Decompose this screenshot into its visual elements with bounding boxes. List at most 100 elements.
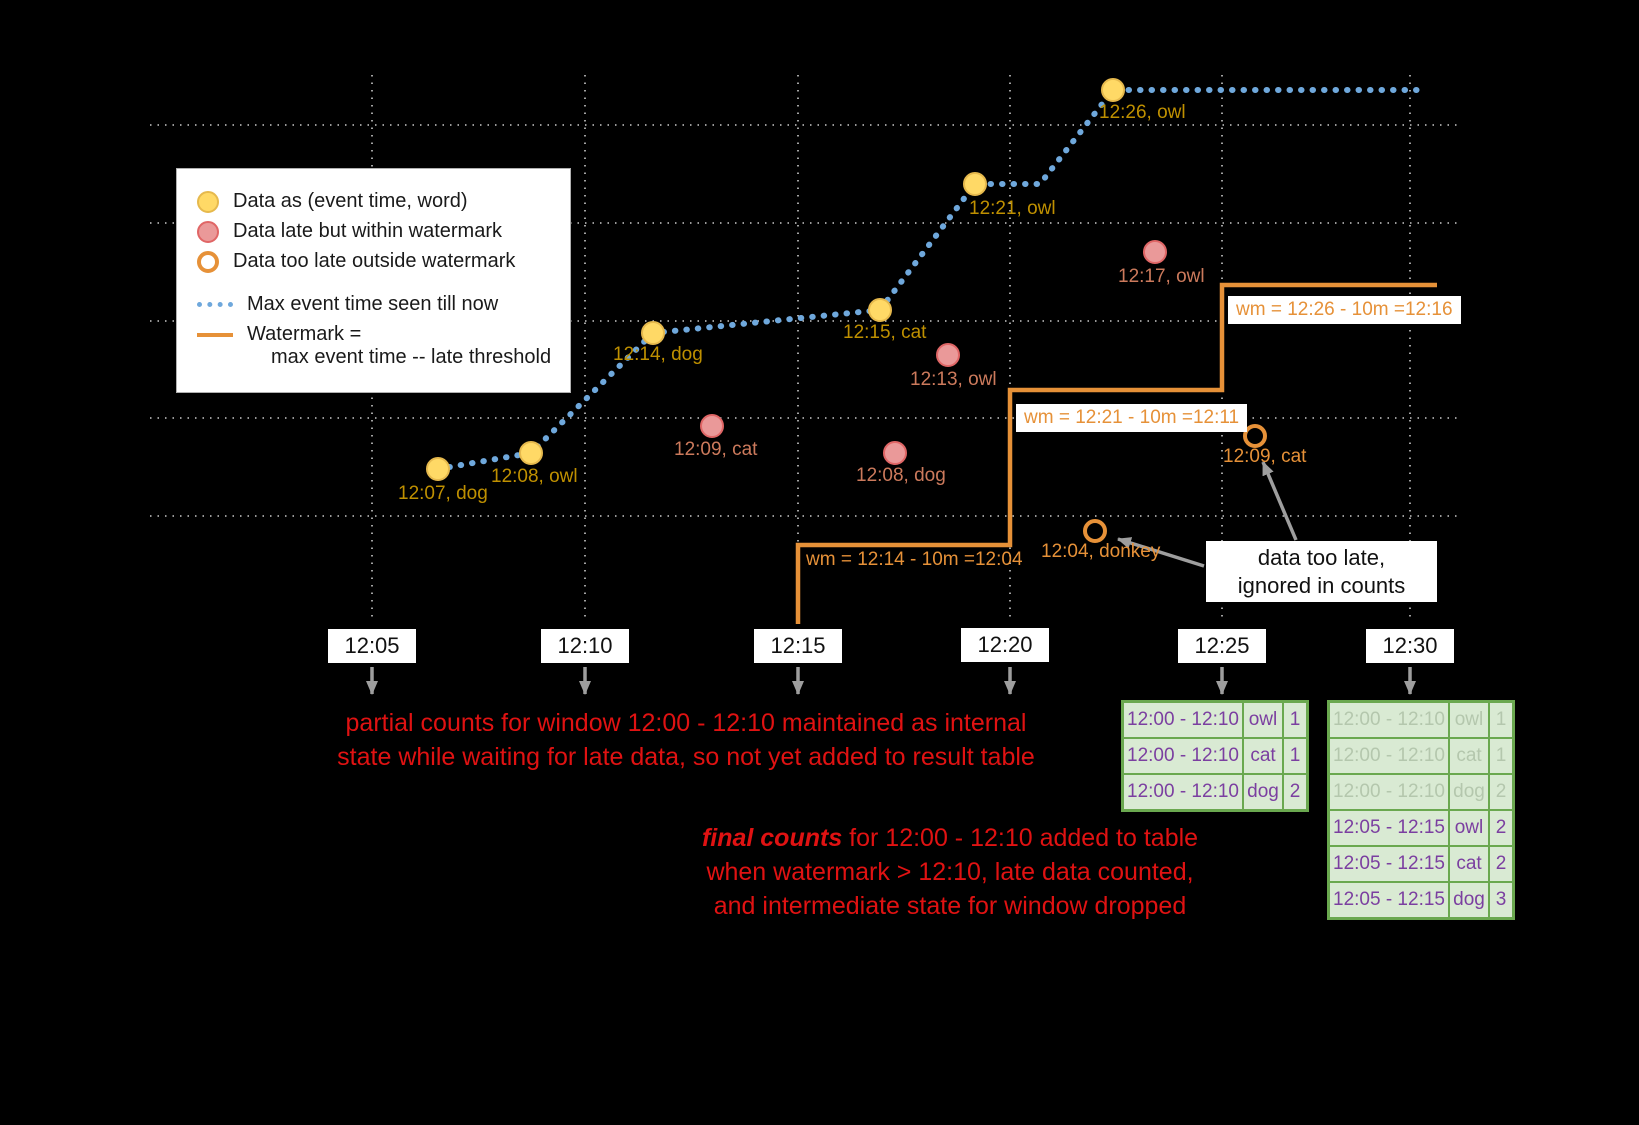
data-point-toolate-1204-donkey: [1083, 519, 1107, 543]
watermark-label-3: wm = 12:26 - 10m =12:16: [1228, 296, 1461, 324]
data-point-ontime-1207-dog: [426, 457, 450, 481]
cell-word: dog: [1243, 774, 1283, 810]
cell-count: 2: [1489, 846, 1513, 882]
data-point-ontime-1214-dog: [641, 321, 665, 345]
data-point-toolate-1209-cat: [1243, 424, 1267, 448]
legend: Data as (event time, word) Data late but…: [176, 168, 571, 393]
final-counts-emphasis: final counts: [701, 824, 843, 852]
table-row: 12:00 - 12:10 dog 2: [1123, 774, 1307, 810]
watermark-label-1: wm = 12:14 - 10m =12:04: [806, 549, 1023, 570]
legend-label-watermark: Watermark = max event time -- late thres…: [247, 323, 551, 369]
legend-label-late: Data late but within watermark: [233, 220, 503, 242]
too-late-note: data too late, ignored in counts: [1206, 541, 1437, 602]
table-row: 12:05 - 12:15 dog 3: [1329, 882, 1513, 918]
cell-count: 1: [1283, 738, 1307, 774]
final-counts-line3: and intermediate state for window droppe…: [713, 892, 1187, 920]
ontime-point-icon: [197, 190, 219, 213]
cell-count: 3: [1489, 882, 1513, 918]
cell-window: 12:05 - 12:15: [1329, 882, 1449, 918]
max-event-time-line: [435, 87, 1423, 472]
point-label-late: 12:09, cat: [674, 439, 758, 460]
legend-label-watermark-line2: max event time -- late threshold: [271, 346, 552, 368]
cell-count: 2: [1489, 810, 1513, 846]
annotation-arrow-cat: [1261, 461, 1298, 541]
cell-count: 1: [1489, 738, 1513, 774]
table-row-faded: 12:00 - 12:10 owl 1: [1329, 702, 1513, 738]
data-points-ontime: [426, 78, 1125, 481]
cell-word: dog: [1449, 882, 1489, 918]
cell-window: 12:00 - 12:10: [1329, 702, 1449, 738]
legend-label-max-event: Max event time seen till now: [247, 293, 499, 315]
cell-window: 12:00 - 12:10: [1123, 738, 1243, 774]
cell-count: 2: [1283, 774, 1307, 810]
cell-word: owl: [1449, 702, 1489, 738]
point-label-ontime: 12:21, owl: [969, 198, 1056, 219]
axis-tick-12-15: 12:15: [754, 629, 842, 663]
cell-window: 12:05 - 12:15: [1329, 846, 1449, 882]
legend-label-ontime: Data as (event time, word): [233, 190, 468, 212]
cell-word: owl: [1449, 810, 1489, 846]
cell-word: owl: [1243, 702, 1283, 738]
final-counts-note: final counts for 12:00 - 12:10 added to …: [690, 821, 1210, 923]
data-point-ontime-1226-owl: [1101, 78, 1125, 102]
axis-tick-12-05: 12:05: [328, 629, 416, 663]
data-point-late-1208-dog: [883, 441, 907, 465]
point-label-ontime: 12:14, dog: [613, 344, 703, 365]
final-counts-line2: when watermark > 12:10, late data counte…: [706, 858, 1194, 886]
table-row: 12:00 - 12:10 cat 1: [1123, 738, 1307, 774]
data-point-late-1213-owl: [936, 343, 960, 367]
data-points-late: [700, 240, 1167, 465]
axis-arrows: [366, 667, 1416, 695]
final-counts-line1: final counts for 12:00 - 12:10 added to …: [690, 821, 1210, 855]
point-label-ontime: 12:26, owl: [1099, 102, 1186, 123]
toolate-point-icon: [197, 250, 219, 273]
final-counts-line1-rest: for 12:00 - 12:10 added to table: [842, 824, 1199, 852]
axis-tick-12-20: 12:20: [961, 628, 1049, 662]
cell-count: 2: [1489, 774, 1513, 810]
cell-window: 12:00 - 12:10: [1123, 774, 1243, 810]
cell-word: cat: [1449, 846, 1489, 882]
partial-counts-line2: state while waiting for late data, so no…: [337, 743, 1035, 771]
axis-tick-12-10: 12:10: [541, 629, 629, 663]
axis-tick-12-25: 12:25: [1178, 629, 1266, 663]
too-late-note-line1: data too late,: [1257, 544, 1386, 570]
result-table-1225: 12:00 - 12:10 owl 1 12:00 - 12:10 cat 1 …: [1121, 700, 1309, 812]
annotation-arrow-donkey: [1117, 537, 1205, 568]
table-row-faded: 12:00 - 12:10 dog 2: [1329, 774, 1513, 810]
watermark-line: [795, 282, 1437, 624]
legend-item-ontime: Data as (event time, word): [197, 190, 560, 213]
table-row: 12:00 - 12:10 owl 1: [1123, 702, 1307, 738]
legend-label-toolate: Data too late outside watermark: [233, 250, 516, 272]
solid-line-icon: [197, 333, 233, 337]
point-label-ontime: 12:07, dog: [398, 483, 488, 504]
legend-item-late: Data late but within watermark: [197, 220, 560, 243]
cell-window: 12:05 - 12:15: [1329, 810, 1449, 846]
axis-tick-12-30: 12:30: [1366, 629, 1454, 663]
point-label-toolate: 12:04, donkey: [1041, 541, 1161, 562]
table-row-faded: 12:00 - 12:10 cat 1: [1329, 738, 1513, 774]
data-point-late-1217-owl: [1143, 240, 1167, 264]
legend-item-max-event: Max event time seen till now: [197, 293, 560, 316]
legend-label-watermark-line1: Watermark =: [247, 323, 362, 345]
toolate-annotation-arrows: [1117, 461, 1298, 568]
cell-word: cat: [1449, 738, 1489, 774]
partial-counts-note: partial counts for window 12:00 - 12:10 …: [316, 706, 1056, 774]
cell-count: 1: [1283, 702, 1307, 738]
cell-window: 12:00 - 12:10: [1123, 702, 1243, 738]
legend-item-toolate: Data too late outside watermark: [197, 250, 560, 273]
cell-word: dog: [1449, 774, 1489, 810]
point-label-toolate: 12:09, cat: [1223, 446, 1307, 467]
too-late-note-line2: ignored in counts: [1237, 572, 1406, 598]
legend-item-watermark: Watermark = max event time -- late thres…: [197, 323, 560, 369]
cell-window: 12:00 - 12:10: [1329, 738, 1449, 774]
table-row: 12:05 - 12:15 cat 2: [1329, 846, 1513, 882]
partial-counts-line1: partial counts for window 12:00 - 12:10 …: [345, 709, 1027, 737]
table-row: 12:05 - 12:15 owl 2: [1329, 810, 1513, 846]
data-point-ontime-1215-cat: [868, 298, 892, 322]
data-point-ontime-1221-owl: [963, 172, 987, 196]
data-point-late-1209-cat: [700, 414, 724, 438]
dotted-line-icon: [197, 302, 233, 307]
result-table-1230: 12:00 - 12:10 owl 1 12:00 - 12:10 cat 1 …: [1327, 700, 1515, 920]
